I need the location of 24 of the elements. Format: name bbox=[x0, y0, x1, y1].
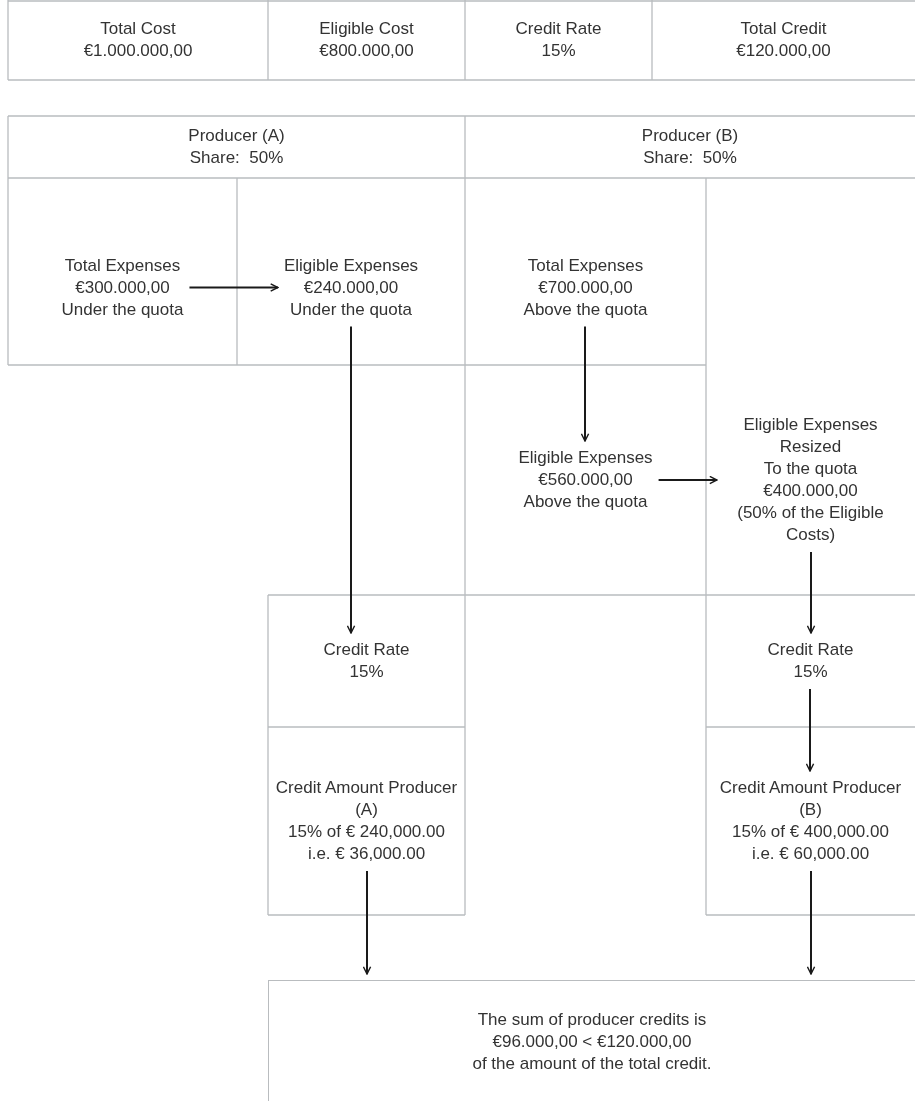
cell-text: The sum of producer credits is €96.000,00 < €120.000,00 of the amount of the total credit. bbox=[268, 980, 915, 1101]
cell-text: Eligible Expenses €240.000,00 Under the quota bbox=[283, 254, 419, 321]
cell-text: Producer (A) Share: 50% bbox=[188, 125, 285, 169]
cell-text: Eligible Cost €800.000,00 bbox=[319, 18, 414, 62]
arrow bbox=[580, 325, 590, 442]
cell-text: Credit Rate 15% bbox=[323, 639, 410, 683]
cell-text: Credit Amount Producer (B) 15% of € 400,000.00 i.e. € 60,000.00 bbox=[718, 777, 903, 865]
arrow bbox=[346, 325, 356, 634]
cell-text: Total Expenses €700.000,00 Above the quota bbox=[523, 254, 648, 321]
cell-text: Credit Rate 15% bbox=[767, 639, 854, 683]
cell-text: Credit Rate 15% bbox=[515, 18, 602, 62]
cell-text: Producer (B) Share: 50% bbox=[641, 125, 739, 169]
cell-text: Eligible Expenses Resized To the quota €400.000,00 (50% of the Eligible Costs) bbox=[723, 414, 898, 546]
arrow bbox=[806, 551, 816, 634]
arrow bbox=[806, 870, 816, 975]
cell-text: Credit Amount Producer (A) 15% of € 240,000.00 i.e. € 36,000.00 bbox=[274, 777, 459, 865]
cell-text: Eligible Expenses €560.000,00 Above the quota bbox=[518, 447, 653, 513]
arrow bbox=[362, 870, 372, 975]
arrow bbox=[805, 688, 815, 772]
cell-text: Total Cost €1.000.000,00 bbox=[83, 18, 193, 62]
arrow bbox=[188, 283, 279, 292]
cell-text: Total Expenses €300.000,00 Under the quota bbox=[61, 254, 184, 321]
cell-text: Total Credit €120.000,00 bbox=[736, 18, 831, 62]
arrow bbox=[657, 475, 718, 485]
